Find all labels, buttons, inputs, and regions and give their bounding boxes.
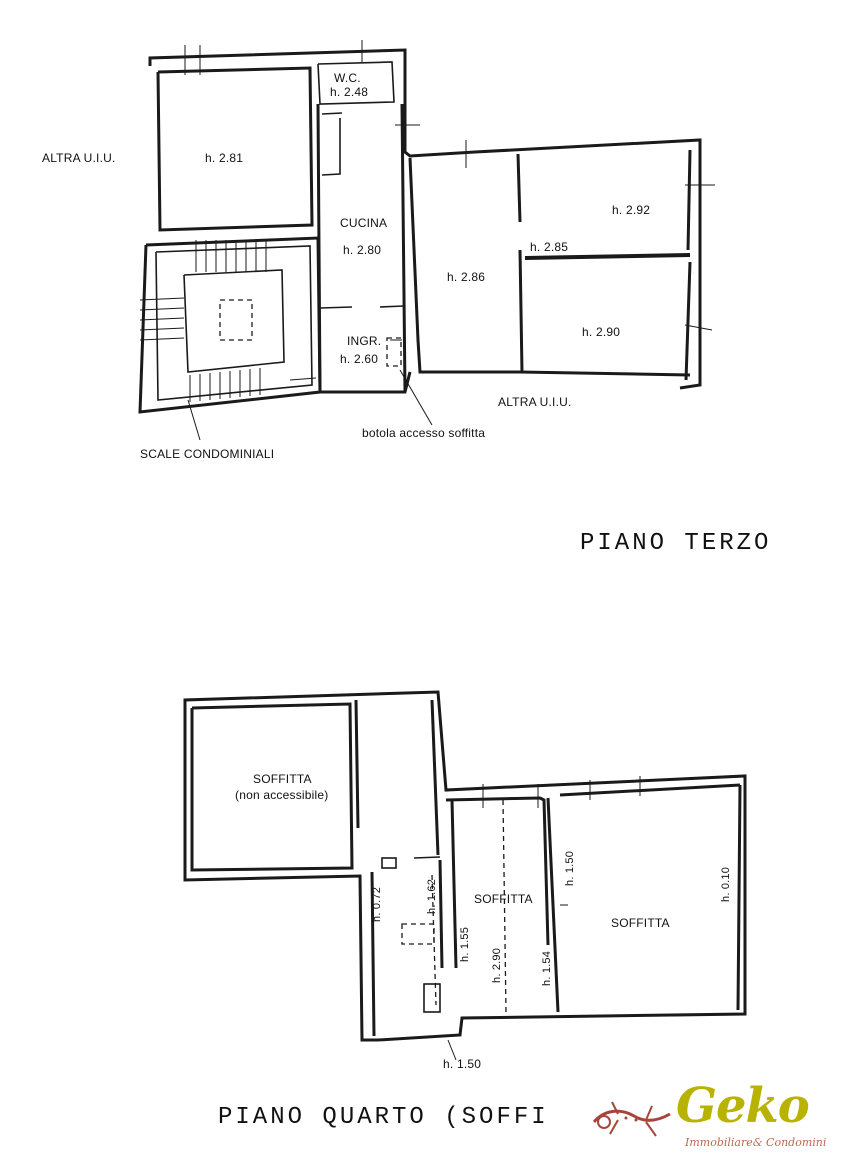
label-h150-top: h. 1.50 (564, 850, 576, 886)
label-soffitta-right: SOFFITTA (611, 916, 670, 930)
label-h155: h. 1.55 (459, 926, 471, 962)
label-room-height-290: h. 2.90 (582, 325, 621, 339)
label-h150-bottom: h. 1.50 (443, 1057, 482, 1071)
label-botola: botola accesso soffitta (362, 426, 486, 440)
label-room-height-286: h. 2.86 (447, 270, 486, 284)
logo-wordmark: Geko (676, 1078, 810, 1134)
label-soffitta-left: SOFFITTA (253, 772, 312, 786)
label-scale-condominiali: SCALE CONDOMINIALI (140, 447, 275, 461)
label-room-height-292: h. 2.92 (612, 203, 651, 217)
label-altra-uiu-left: ALTRA U.I.U. (42, 151, 116, 165)
label-h010: h. 0.10 (720, 866, 732, 902)
label-h162: h. 1.62 (426, 878, 438, 914)
label-non-accessibile: (non accessibile) (235, 788, 329, 802)
label-cucina: CUCINA (340, 216, 388, 230)
geko-logo: Geko Immobiliare& Condomini (590, 1078, 830, 1158)
label-soffitta-mid: SOFFITTA (474, 892, 533, 906)
label-wc-height: h. 2.48 (330, 85, 369, 99)
label-h290: h. 2.90 (491, 947, 503, 983)
label-wc: W.C. (334, 71, 361, 85)
label-altra-uiu-bottom: ALTRA U.I.U. (498, 395, 572, 409)
label-ingresso: INGR. (347, 334, 382, 348)
label-ingresso-height: h. 2.60 (340, 352, 379, 366)
label-h072: h. 0.72 (371, 886, 383, 922)
label-h154: h. 1.54 (541, 950, 553, 986)
label-room-height-281: h. 2.81 (205, 151, 244, 165)
label-cucina-height: h. 2.80 (343, 243, 382, 257)
fourth-floor-plan (183, 690, 747, 1061)
floor-title-terzo: PIANO TERZO (580, 530, 772, 557)
gecko-icon (592, 1101, 671, 1137)
logo-subtitle: Immobiliare& Condomini (685, 1136, 827, 1149)
label-room-height-285: h. 2.85 (530, 240, 569, 254)
floor-title-quarto: PIANO QUARTO (SOFFI (218, 1104, 549, 1131)
third-floor-plan (138, 40, 715, 441)
